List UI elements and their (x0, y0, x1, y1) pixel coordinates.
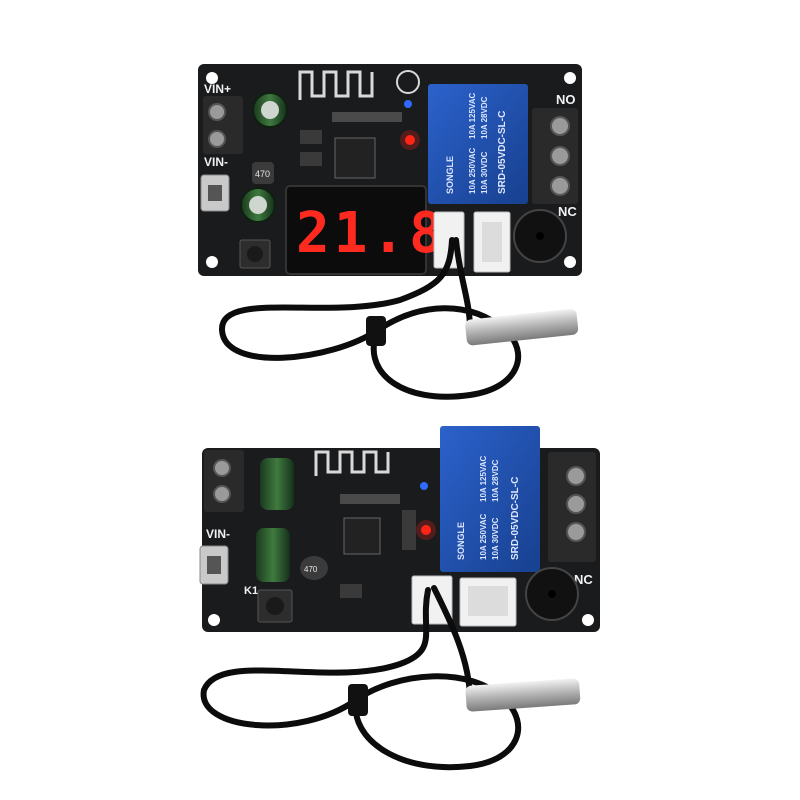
mount-hole (582, 614, 594, 626)
mount-hole (208, 614, 220, 626)
terminal-screw (208, 103, 226, 121)
terminal-screw (550, 146, 570, 166)
antenna-trace (314, 450, 390, 476)
cable-clip-bottom (348, 684, 368, 716)
relay-model: SRD-05VDC-SL-C (497, 111, 508, 194)
mount-hole (206, 72, 218, 84)
smd-component (300, 130, 322, 144)
mcu-chip-bottom (343, 517, 381, 555)
relay-rating-2: 10A 125VAC (479, 456, 488, 502)
terminal-screw (566, 522, 586, 542)
relay-rating-3: 10A 30VDC (491, 517, 500, 560)
smd-component (402, 510, 416, 550)
temperature-probe-top (218, 237, 579, 400)
capacitor-bottom-2 (256, 528, 290, 582)
relay-rating-2: 10A 125VAC (468, 93, 477, 139)
label-k1: K1 (244, 585, 258, 597)
aux-connector-bottom-pins (468, 586, 508, 616)
label-vin-minus-bottom: VIN- (206, 527, 230, 541)
label-nc: NC (558, 204, 577, 219)
display-reading: 21.8 (296, 201, 447, 266)
usb-port-top-slot (208, 185, 222, 201)
terminal-screw (566, 494, 586, 514)
relay-rating-4: 10A 28VDC (480, 96, 489, 139)
label-vin-minus: VIN- (204, 155, 228, 169)
usb-port-bottom-slot (207, 556, 221, 574)
capacitor-bottom-1 (260, 458, 294, 510)
terminal-screw (213, 485, 231, 503)
terminal-screw (566, 466, 586, 486)
board-top: VIN+ VIN- 470 21.8 SONGLE 10A 250VA (198, 64, 582, 276)
buzzer-top-hole (536, 232, 544, 240)
led-red-top (405, 135, 415, 145)
relay-bottom (440, 426, 540, 572)
relay-rating-1: 10A 250VAC (468, 148, 477, 194)
led-red-top-glow (400, 130, 420, 150)
relay-model: SRD-05VDC-SL-C (510, 477, 521, 560)
capacitor-top-1-cap (261, 101, 279, 119)
relay-brand: SONGLE (445, 156, 455, 194)
terminal-screw (550, 116, 570, 136)
relay-top (428, 84, 528, 204)
mcu-chip-top (334, 137, 376, 179)
relay-brand: SONGLE (456, 522, 466, 560)
terminal-screw (550, 176, 570, 196)
inductor-label: 470 (255, 169, 270, 179)
capacitor-top-2-cap (249, 196, 267, 214)
relay-rating-3: 10A 30VDC (480, 151, 489, 194)
antenna-trace (298, 70, 374, 100)
inductor-top (252, 162, 274, 184)
smd-row (340, 494, 400, 504)
aux-connector-top-pins (482, 222, 502, 262)
mount-hole (564, 72, 576, 84)
relay-rating-4: 10A 28VDC (491, 459, 500, 502)
smd-component (300, 152, 322, 166)
mount-hole (206, 256, 218, 268)
push-button-bottom-knob (266, 597, 284, 615)
buzzer-bottom-hole (548, 590, 556, 598)
mount-hole (564, 256, 576, 268)
push-button-top-knob (247, 246, 263, 262)
relay-top-labels: SONGLE 10A 250VAC 10A 30VDC 10A 125VAC 1… (445, 93, 508, 194)
led-blue-top (404, 100, 412, 108)
relay-bottom-labels: SONGLE 10A 250VAC 10A 30VDC 10A 125VAC 1… (456, 456, 521, 560)
label-no: NO (556, 92, 576, 107)
smd-component (340, 584, 362, 598)
temperature-probe-bottom (200, 585, 581, 771)
led-red-bottom (421, 525, 431, 535)
label-nc-bottom: NC (574, 572, 593, 587)
relay-rating-1: 10A 250VAC (479, 514, 488, 560)
inductor-bottom (300, 556, 328, 580)
cable-clip-top (366, 316, 386, 346)
led-blue-bottom (420, 482, 428, 490)
led-red-bottom-glow (416, 520, 436, 540)
board-bottom: VIN- 470 K1 SONGLE 10A 250VAC 10A 30VDC … (199, 426, 600, 632)
terminal-screw (208, 130, 226, 148)
smd-row (332, 112, 402, 122)
inductor-bottom-label: 470 (304, 565, 318, 574)
probe-tip-bottom (465, 678, 581, 712)
terminal-screw (213, 459, 231, 477)
probe-tip-top (465, 308, 579, 346)
seven-segment-display (285, 185, 427, 275)
logo-mark (396, 70, 420, 94)
sensor-connector-bottom (411, 575, 453, 625)
label-vin-plus: VIN+ (204, 82, 231, 96)
